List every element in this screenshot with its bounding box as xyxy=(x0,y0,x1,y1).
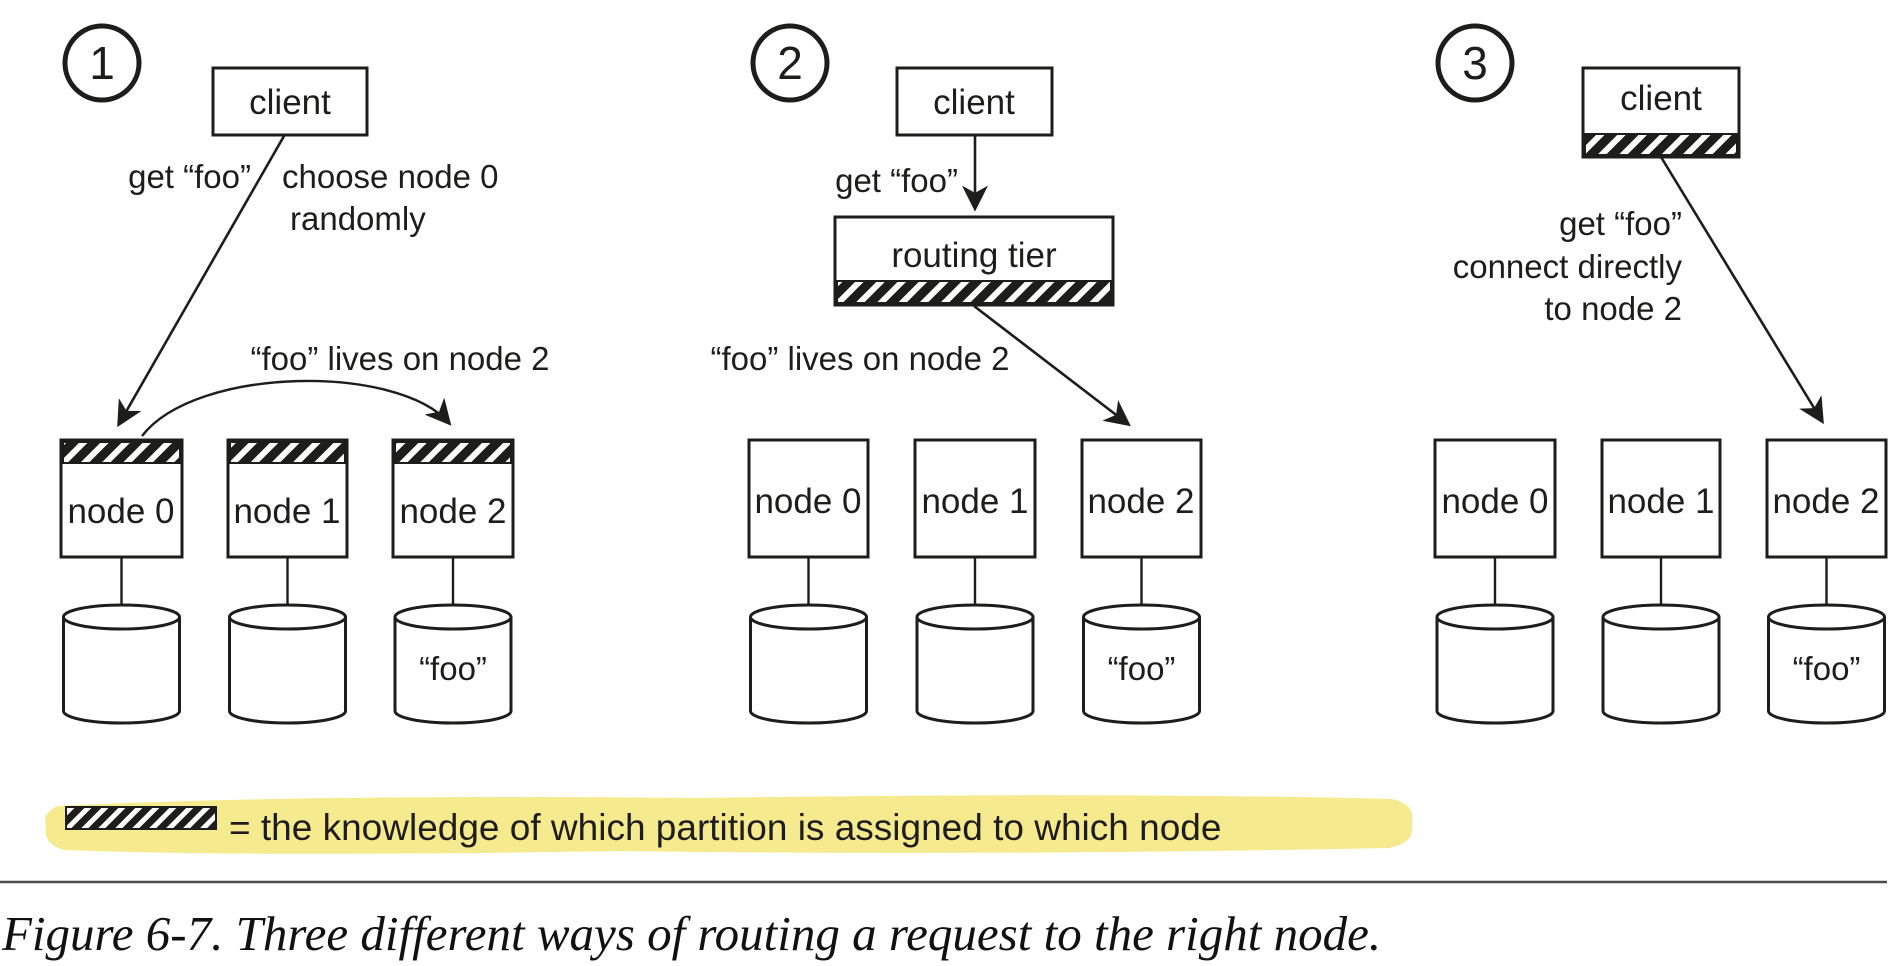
node2-label: node 2 xyxy=(1087,482,1194,521)
legend-hatch-swatch-icon xyxy=(65,806,217,830)
node1-label: node 1 xyxy=(921,482,1028,521)
db-cylinder-node2: “foo” xyxy=(1082,603,1201,725)
db-cylinder-node0 xyxy=(749,603,868,725)
foo-lives-label: “foo” lives on node 2 xyxy=(710,340,1009,377)
node1-label: node 1 xyxy=(1607,482,1714,521)
client-label: client xyxy=(1620,79,1702,118)
legend: = the knowledge of which partition is as… xyxy=(44,795,1413,854)
node0-box xyxy=(747,438,870,559)
db-cylinder-node1 xyxy=(228,603,347,725)
stored-key-label: “foo” xyxy=(1793,650,1861,687)
node0-label: node 0 xyxy=(754,482,861,521)
client-label: client xyxy=(933,83,1015,122)
figure-caption: Figure 6-7. Three different ways of rout… xyxy=(1,906,1381,961)
panel-1-number: 1 xyxy=(89,37,115,89)
panel-3-number-badge xyxy=(1435,23,1515,103)
foo-lives-label: “foo” lives on node 2 xyxy=(250,340,549,377)
routing-tier-partition-hatch-icon xyxy=(836,280,1112,304)
panel-1-number-badge xyxy=(62,23,142,103)
db-cylinder-node1 xyxy=(915,603,1035,725)
node2-label: node 2 xyxy=(399,492,506,531)
client-box xyxy=(211,66,369,137)
node0-partition-hatch-icon xyxy=(62,441,181,464)
db-cylinder-node2: “foo” xyxy=(1767,603,1886,725)
choose-node-label-line1: choose node 0 xyxy=(282,158,499,195)
node0-label: node 0 xyxy=(67,492,174,531)
node0-box xyxy=(1433,438,1557,559)
db-cylinder-node2: “foo” xyxy=(393,603,513,725)
yellow-highlight xyxy=(44,795,1413,854)
panel-1: 1 client get “foo” choose node 0 randoml… xyxy=(59,23,550,725)
request-label: get “foo” xyxy=(835,162,958,199)
client-label: client xyxy=(249,83,331,122)
client-partition-hatch-icon xyxy=(1584,133,1738,156)
client-box xyxy=(895,66,1054,137)
node1-label: node 1 xyxy=(233,492,340,531)
panel-2-number-badge xyxy=(750,23,830,103)
stored-key-label: “foo” xyxy=(419,650,487,687)
arrow-routing-tier-to-node2 xyxy=(973,304,1131,427)
arrow-client-to-node2 xyxy=(1659,156,1824,425)
node1-partition-hatch-icon xyxy=(229,441,346,464)
node0-label: node 0 xyxy=(1441,482,1548,521)
db-cylinder-node0 xyxy=(62,603,181,725)
stored-key-label: “foo” xyxy=(1108,650,1176,687)
arc-node0-to-node2 xyxy=(141,379,452,437)
node2-box xyxy=(1080,438,1203,559)
connect-label-line2: to node 2 xyxy=(1544,290,1682,327)
panel-3-number: 3 xyxy=(1462,37,1488,89)
node2-label: node 2 xyxy=(1772,482,1879,521)
panel-2: 2 client get “foo” routing tier “foo” li… xyxy=(710,23,1203,725)
legend-text: = the knowledge of which partition is as… xyxy=(229,807,1221,848)
db-cylinder-node0 xyxy=(1435,603,1555,725)
node1-box xyxy=(1600,438,1722,559)
request-label: get “foo” xyxy=(128,158,251,195)
arrow-client-to-node0 xyxy=(117,135,286,428)
node2-box xyxy=(1765,438,1888,559)
node2-partition-hatch-icon xyxy=(394,441,512,464)
routing-tier-label: routing tier xyxy=(891,236,1057,275)
panel-3: 3 client get “foo” connect directly to n… xyxy=(1433,23,1888,725)
connect-label-line1: connect directly xyxy=(1453,248,1683,285)
db-cylinder-node1 xyxy=(1601,603,1721,725)
panel-2-number: 2 xyxy=(777,37,803,89)
choose-node-label-line2: randomly xyxy=(290,200,426,237)
request-label: get “foo” xyxy=(1559,205,1682,242)
